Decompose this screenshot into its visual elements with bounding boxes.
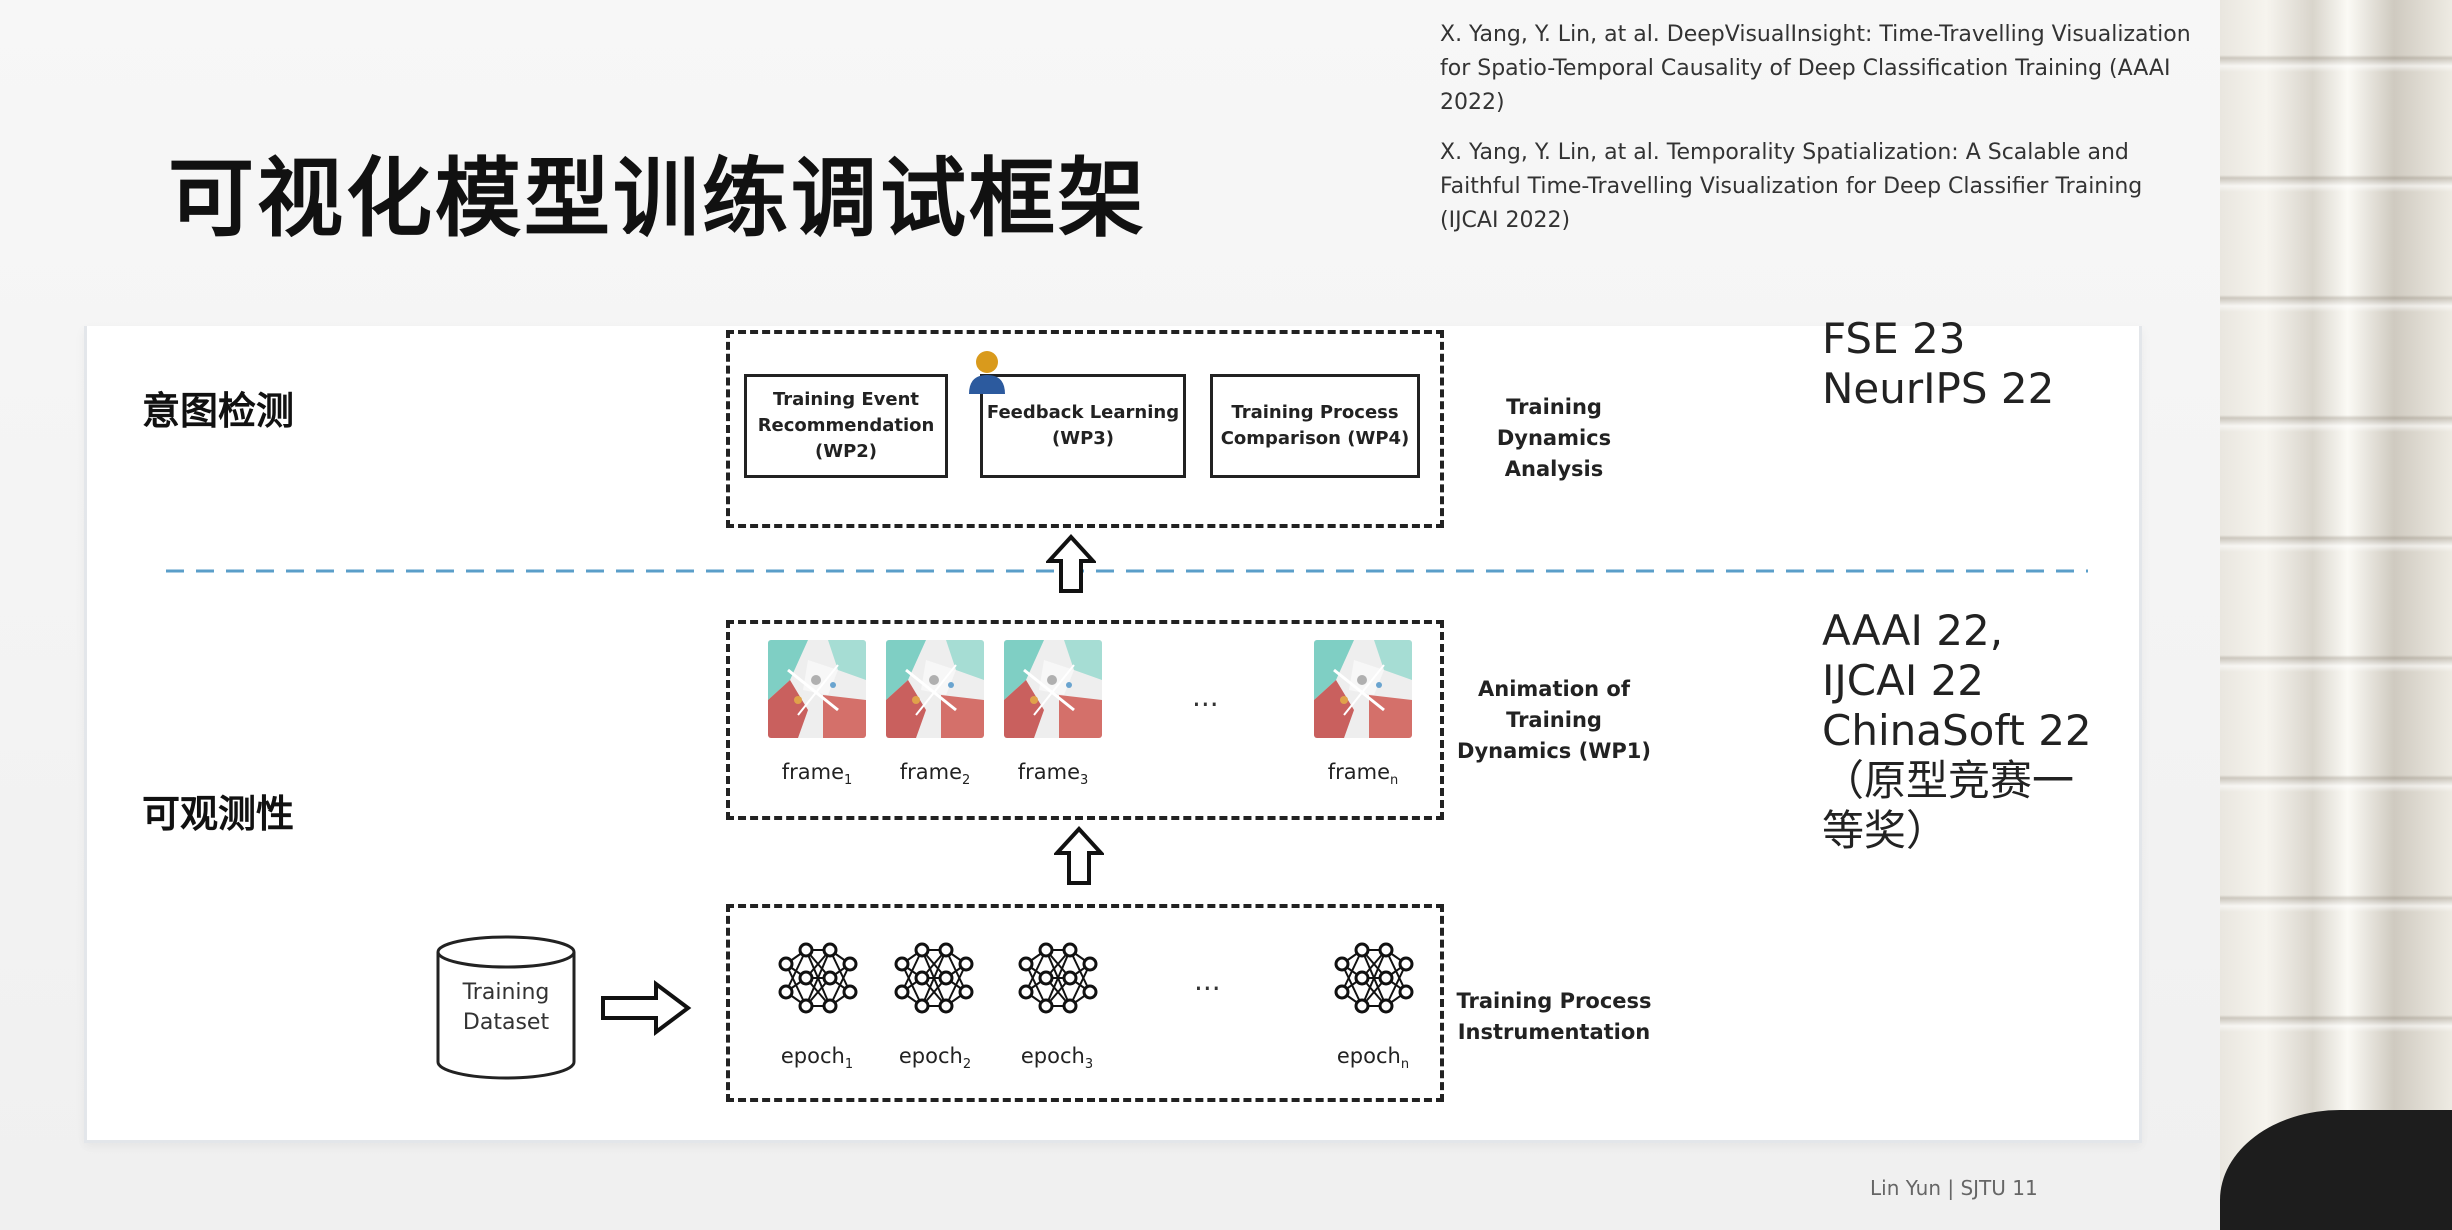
venue-item: AAAI 22, — [1822, 606, 2004, 655]
background-edge-texture — [2220, 0, 2452, 1100]
up-arrow-icon — [1046, 534, 1096, 593]
frame-visualization-image — [1314, 640, 1412, 738]
dataset-label-line-1: Training — [462, 980, 550, 1005]
database-cylinder-icon — [436, 935, 576, 1080]
venue-item: IJCAI 22 — [1822, 656, 1985, 705]
frame-caption: frame3 — [1017, 760, 1089, 789]
epochs-ellipsis: ... — [1194, 964, 1221, 997]
venues-top: FSE 23 NeurIPS 22 — [1822, 314, 2054, 414]
wp2-box: Training Event Recommendation (WP2) — [744, 374, 948, 478]
epoch-caption: epoch1 — [780, 1044, 854, 1073]
up-arrow-icon — [1054, 826, 1104, 885]
instrumentation-container — [726, 904, 1444, 1102]
venue-item: ChinaSoft 22 — [1822, 706, 2092, 755]
user-avatar-icon — [969, 351, 1005, 394]
reference-1: X. Yang, Y. Lin, at al. DeepVisualInsigh… — [1440, 22, 2191, 115]
neural-network-icon — [1016, 936, 1100, 1020]
reference-2: X. Yang, Y. Lin, at al. Temporality Spat… — [1440, 140, 2143, 233]
instrumentation-side-label: Training Process Instrumentation — [1456, 989, 1652, 1044]
epoch-caption: epoch2 — [898, 1044, 972, 1073]
venues-bottom: AAAI 22, IJCAI 22 ChinaSoft 22 （原型竞赛一 等奖… — [1822, 606, 2092, 856]
venue-item: NeurIPS 22 — [1822, 364, 2055, 413]
wp3-box: Feedback Learning (WP3) — [980, 374, 1186, 478]
frame-caption: frame1 — [781, 760, 853, 789]
epoch-caption: epochn — [1336, 1044, 1410, 1073]
frame-visualization-image — [886, 640, 984, 738]
frames-ellipsis: ... — [1192, 680, 1219, 713]
frame-visualization-image — [768, 640, 866, 738]
venue-item: FSE 23 — [1822, 314, 1966, 363]
analysis-container — [726, 330, 1444, 528]
venue-item: （原型竞赛一 — [1822, 756, 2075, 805]
animation-container — [726, 620, 1444, 820]
dataset-label-line-2: Dataset — [462, 1010, 550, 1035]
section-label-observability: 可观测性 — [142, 792, 295, 836]
slide-title: 可视化模型训练调试框架 — [168, 149, 1147, 249]
section-label-intent-detection: 意图检测 — [142, 389, 295, 433]
frame-visualization-image — [1004, 640, 1102, 738]
frame-caption: frame2 — [899, 760, 971, 789]
neural-network-icon — [776, 936, 860, 1020]
epoch-caption: epoch3 — [1020, 1044, 1094, 1073]
animation-side-label: Animation of Training Dynamics (WP1) — [1457, 677, 1651, 763]
venue-item: 等奖） — [1822, 806, 1949, 855]
dataset-label: Training Dataset — [440, 978, 572, 1038]
wp4-box: Training Process Comparison (WP4) — [1210, 374, 1420, 478]
analysis-side-label: Training Dynamics Analysis — [1496, 395, 1612, 481]
neural-network-icon — [892, 936, 976, 1020]
frame-caption: framen — [1327, 760, 1399, 789]
right-arrow-icon — [601, 980, 692, 1036]
slide-footer: Lin Yun | SJTU 11 — [1870, 1176, 2038, 1200]
neural-network-icon — [1332, 936, 1416, 1020]
